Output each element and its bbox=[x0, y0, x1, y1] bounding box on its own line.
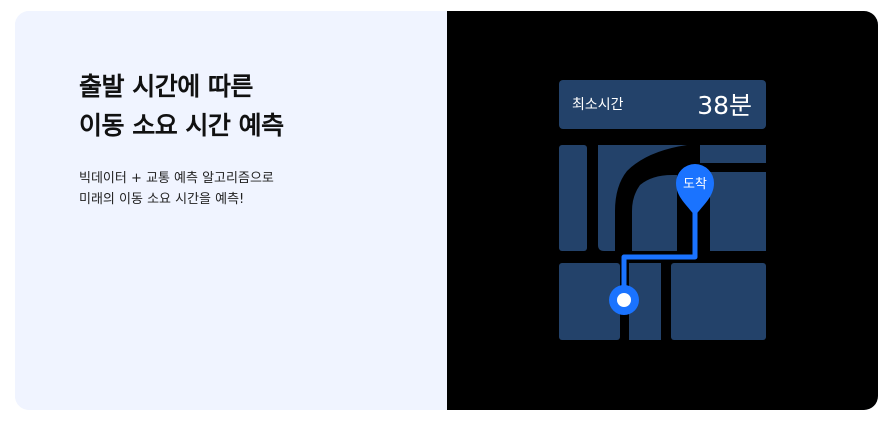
headline-line-2: 이동 소요 시간 예측 bbox=[79, 111, 284, 140]
map-pin-icon bbox=[676, 164, 714, 216]
eta-value: 38분 bbox=[697, 91, 752, 120]
feature-card: 출발 시간에 따른 이동 소요 시간 예측 빅데이터 + 교통 예측 알고리즘으… bbox=[15, 11, 878, 410]
map-illustration-panel: 최소시간 38분 bbox=[447, 11, 878, 410]
map-blocks bbox=[559, 145, 766, 340]
map-block bbox=[559, 263, 620, 340]
start-point-marker bbox=[609, 285, 639, 315]
start-point-inner bbox=[617, 293, 631, 307]
route-map-illustration: 최소시간 38분 bbox=[559, 80, 766, 340]
feature-description: 빅데이터 + 교통 예측 알고리즘으로 미래의 이동 소요 시간을 예측! bbox=[79, 168, 274, 210]
eta-panel: 최소시간 38분 bbox=[559, 80, 766, 129]
destination-pin: 도착 bbox=[676, 164, 714, 216]
map-block bbox=[559, 145, 587, 251]
eta-label: 최소시간 bbox=[572, 97, 624, 113]
headline-line-1: 출발 시간에 따른 bbox=[79, 72, 253, 101]
map-block bbox=[710, 172, 766, 251]
feature-headline: 출발 시간에 따른 이동 소요 시간 예측 bbox=[79, 67, 284, 145]
map-block bbox=[671, 263, 766, 340]
description-line-2: 미래의 이동 소요 시간을 예측! bbox=[79, 192, 245, 207]
eta-panel-bg bbox=[559, 80, 766, 129]
description-line-1: 빅데이터 + 교통 예측 알고리즘으로 bbox=[79, 171, 274, 186]
map-block bbox=[700, 145, 766, 163]
destination-label: 도착 bbox=[683, 177, 707, 192]
map-block bbox=[598, 145, 687, 251]
map-block bbox=[632, 175, 677, 251]
route-line bbox=[621, 210, 698, 300]
text-panel: 출발 시간에 따른 이동 소요 시간 예측 빅데이터 + 교통 예측 알고리즘으… bbox=[15, 11, 447, 410]
